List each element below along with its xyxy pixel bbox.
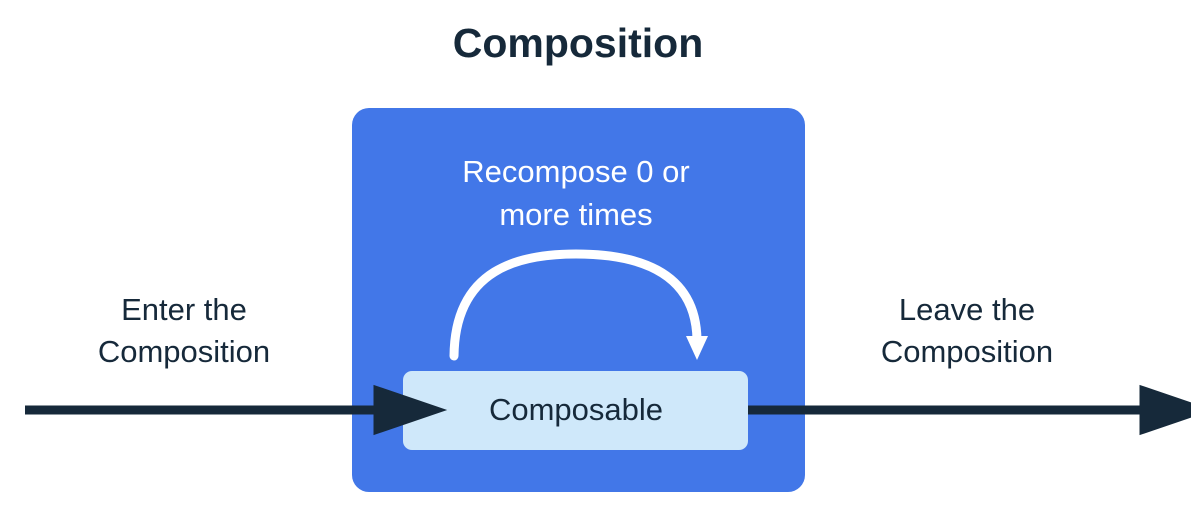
recompose-label-line2: more times [499,197,652,232]
page-title: Composition [453,20,704,66]
leave-label-line2: Composition [881,334,1053,369]
composable-node [403,371,748,450]
recompose-label-line1: Recompose 0 or [462,154,689,189]
recompose-loop-arc [449,249,702,361]
enter-label-line1: Enter the [121,292,247,327]
recompose-loop-arrowhead [686,336,708,360]
composable-node-label: Composable [489,392,663,427]
enter-label-line2: Composition [98,334,270,369]
leave-label-line1: Leave the [899,292,1035,327]
